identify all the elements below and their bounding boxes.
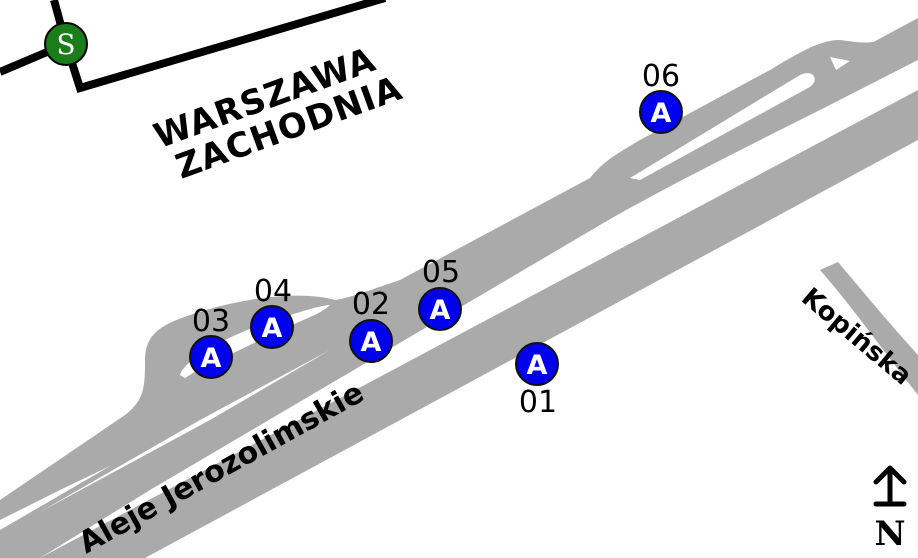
- bus-stop-04[interactable]: A 04: [250, 274, 294, 349]
- island-north: [630, 73, 815, 180]
- north-arrow-icon: N: [873, 465, 907, 554]
- bus-stop-02[interactable]: A 02: [349, 287, 393, 363]
- s-bahn-icon[interactable]: S: [44, 22, 88, 66]
- bus-stop-label: 01: [519, 385, 557, 420]
- bus-stop-label: 04: [254, 274, 292, 309]
- bus-stop-label: 06: [642, 59, 680, 94]
- north-label: N: [874, 514, 905, 554]
- bus-stop-icon: A: [651, 98, 672, 129]
- bus-stop-icon: A: [430, 295, 451, 326]
- bus-stop-icon: A: [262, 313, 283, 344]
- bus-stop-icon: A: [527, 350, 548, 381]
- bus-stop-icon: A: [361, 327, 382, 358]
- bus-stop-06[interactable]: A 06: [639, 59, 683, 134]
- bus-stop-label: 03: [192, 304, 230, 339]
- bus-stop-label: 02: [352, 287, 390, 322]
- bus-stop-05[interactable]: A 05: [418, 255, 462, 331]
- road-network: [0, 18, 918, 558]
- station-letter: S: [56, 28, 75, 61]
- bus-stop-label: 05: [422, 255, 460, 290]
- road-kopinska: [820, 262, 918, 395]
- island-west-sliver: [40, 350, 330, 512]
- island-triangle: [830, 57, 850, 70]
- bus-stop-01[interactable]: A 01: [515, 342, 559, 420]
- bus-stop-03[interactable]: A 03: [189, 304, 233, 379]
- road-main-south: [40, 90, 918, 558]
- bus-stop-icon: A: [201, 343, 222, 374]
